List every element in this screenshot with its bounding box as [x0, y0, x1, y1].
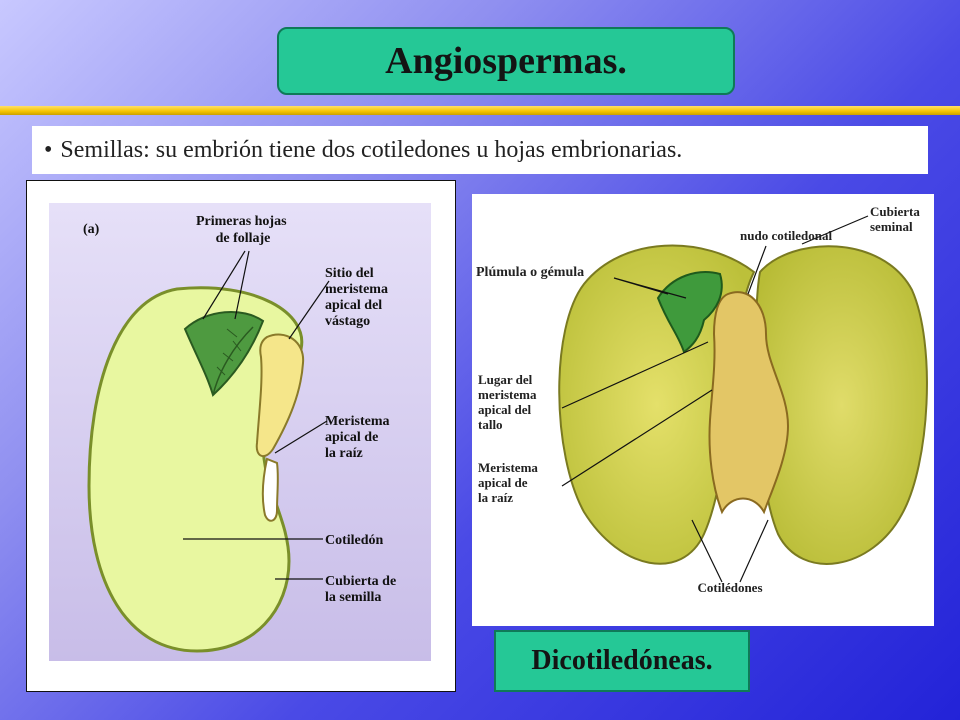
radicle	[261, 457, 279, 522]
plumule-leaves	[656, 271, 723, 354]
embryo-axis	[255, 333, 305, 458]
label-cotyledons: Cotilédones	[698, 580, 763, 595]
label-root-meristem: Meristema apical de la raíz	[325, 414, 393, 461]
label-root-meristem: Meristema apical de la raíz	[478, 460, 541, 505]
label-first-leaves: Primeras hojas de follaje	[196, 214, 290, 246]
leader-lines	[561, 215, 869, 583]
label-seed-coat: Cubierta de la semilla	[325, 574, 400, 605]
subtitle-text: Semillas: su embrión tiene dos cotiledon…	[60, 136, 683, 163]
gold-divider	[0, 106, 960, 115]
dicot-label: Dicotiledóneas.	[531, 645, 713, 676]
embryo-axis	[708, 291, 790, 515]
right-diagram-panel: nudo cotiledonal Cubierta seminal Plúmul…	[472, 194, 934, 626]
panel-label: (a)	[83, 222, 100, 237]
leader-lines	[183, 250, 330, 580]
bullet-point: •	[44, 136, 53, 163]
label-cotyledon: Cotiledón	[325, 533, 384, 548]
dicot-seed-diagram: nudo cotiledonal Cubierta seminal Plúmul…	[476, 204, 928, 595]
label-shoot-meristem: Sitio del meristema apical del vástago	[325, 266, 391, 329]
leaf-vein	[212, 326, 254, 396]
subtitle-box: • Semillas: su embrión tiene dos cotiled…	[32, 126, 928, 174]
label-stem-meristem: Lugar del meristema apical del tallo	[478, 372, 540, 432]
label-plumule: Plúmula o gémula	[476, 265, 584, 280]
bean-seed-diagram: (a) Primeras hojas de follaje Sitio del …	[49, 203, 431, 661]
title-banner: Angiospermas.	[277, 27, 735, 95]
left-diagram-panel: (a) Primeras hojas de follaje Sitio del …	[26, 180, 456, 692]
leaf-veins	[216, 328, 242, 376]
label-cotyledonary-node: nudo cotiledonal	[740, 228, 832, 243]
label-seminal-coat: Cubierta seminal	[870, 204, 923, 234]
dicot-label-box: Dicotiledóneas.	[494, 630, 750, 692]
page-title: Angiospermas.	[385, 40, 627, 82]
